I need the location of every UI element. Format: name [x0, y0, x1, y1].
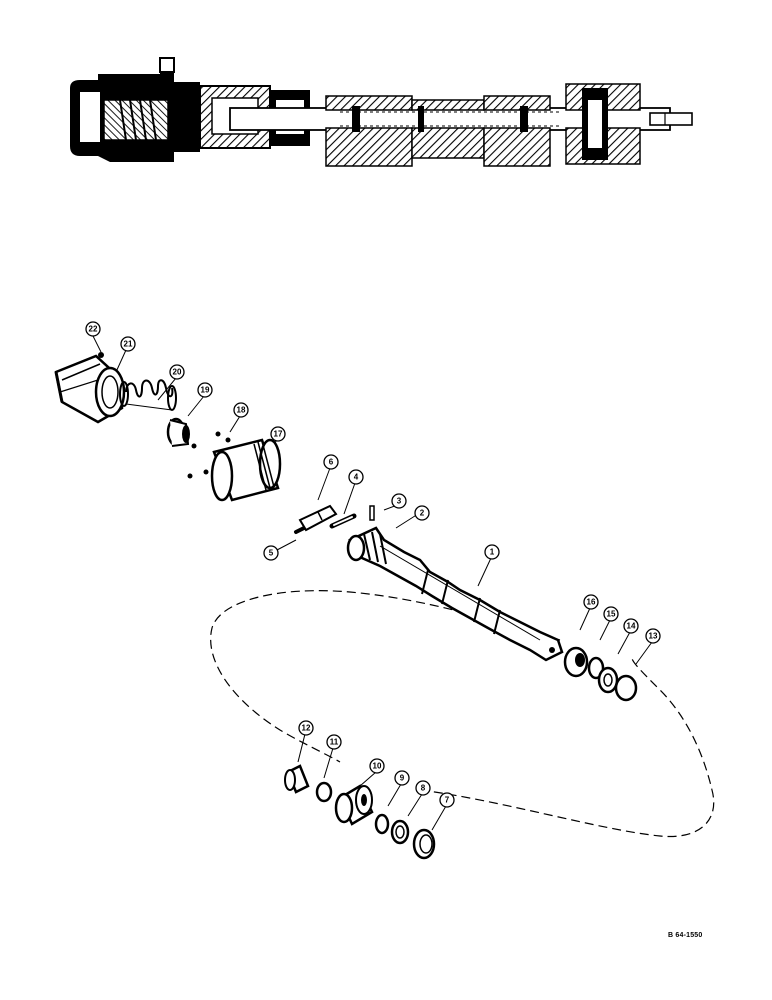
- callout-14: 14: [623, 618, 639, 634]
- callout-9: 9: [394, 770, 410, 786]
- callout-2: 2: [414, 505, 430, 521]
- roll-pin: [369, 505, 375, 521]
- svg-text:1: 1: [490, 548, 495, 557]
- callout-20: 20: [169, 364, 185, 380]
- svg-text:9: 9: [400, 774, 405, 783]
- detent-plunger: [298, 504, 338, 532]
- callout-13: 13: [645, 628, 661, 644]
- svg-text:19: 19: [201, 386, 210, 395]
- callout-21: 21: [120, 336, 136, 352]
- callout-10: 10: [369, 758, 385, 774]
- svg-text:8: 8: [421, 784, 426, 793]
- callout-1: 1: [484, 544, 500, 560]
- sectional-view: [70, 57, 693, 167]
- valve-body-section: [325, 83, 641, 167]
- svg-text:12: 12: [302, 724, 311, 733]
- callout-19: 19: [197, 382, 213, 398]
- callout-18: 18: [233, 402, 249, 418]
- svg-text:14: 14: [627, 622, 636, 631]
- set-screw: [98, 352, 104, 358]
- svg-text:18: 18: [237, 406, 246, 415]
- svg-text:6: 6: [329, 458, 334, 467]
- svg-text:7: 7: [445, 796, 450, 805]
- callout-22: 22: [85, 321, 101, 337]
- spring-retainer: [166, 417, 190, 447]
- callout-17: 17: [270, 426, 286, 442]
- callout-7: 7: [439, 792, 455, 808]
- callout-11: 11: [326, 734, 342, 750]
- callout-6: 6: [323, 454, 339, 470]
- svg-text:15: 15: [607, 610, 616, 619]
- reference-number: B 64-1550: [668, 932, 703, 939]
- svg-text:5: 5: [269, 549, 274, 558]
- seal-stack-right: [563, 646, 638, 702]
- callout-12: 12: [298, 720, 314, 736]
- callout-3: 3: [391, 493, 407, 509]
- callout-8: 8: [415, 780, 431, 796]
- callout-4: 4: [348, 469, 364, 485]
- detent-sleeve: [210, 438, 282, 502]
- svg-text:2: 2: [420, 509, 425, 518]
- seal-stack-bottom: [284, 764, 436, 860]
- plunger-pin: [329, 513, 357, 529]
- svg-text:10: 10: [373, 762, 382, 771]
- svg-text:4: 4: [354, 473, 359, 482]
- svg-text:20: 20: [173, 368, 182, 377]
- callout-15: 15: [603, 606, 619, 622]
- end-cap: [54, 354, 126, 424]
- svg-text:13: 13: [649, 632, 658, 641]
- leader-lines: [92, 335, 653, 831]
- svg-text:16: 16: [587, 598, 596, 607]
- svg-text:22: 22: [89, 325, 98, 334]
- spring: [119, 379, 177, 411]
- spring-section: [119, 99, 157, 141]
- svg-text:11: 11: [330, 738, 339, 747]
- detent-balls: [187, 431, 231, 479]
- callout-5: 5: [263, 545, 279, 561]
- spool: [346, 526, 564, 662]
- svg-text:17: 17: [274, 430, 283, 439]
- callout-16: 16: [583, 594, 599, 610]
- svg-text:3: 3: [397, 497, 402, 506]
- svg-text:21: 21: [124, 340, 133, 349]
